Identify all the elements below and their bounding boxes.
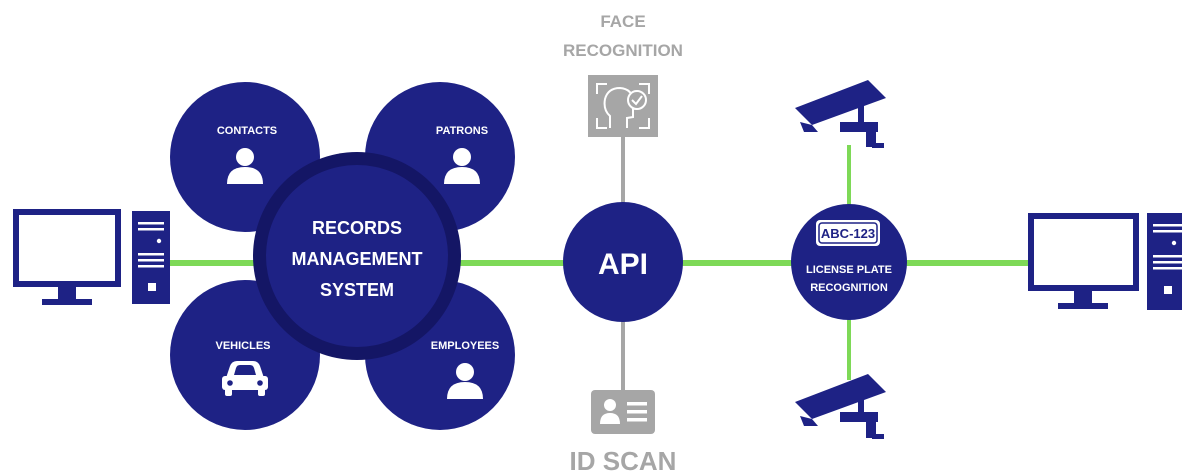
security-camera-icon [795, 374, 886, 439]
api-label: API [598, 248, 648, 281]
petal-patrons-label: PATRONS [436, 125, 488, 137]
face-recognition-label-line1: FACE [600, 12, 645, 31]
rms-label-line1: RECORDS [312, 218, 402, 238]
rms-label-line2: MANAGEMENT [292, 249, 423, 269]
person-icon [444, 148, 480, 184]
security-camera-icon [795, 80, 886, 148]
plate-number: ABC-123 [821, 226, 875, 241]
desktop-computer-icon [13, 209, 170, 305]
id-card-icon [591, 390, 655, 434]
desktop-computer-icon [1028, 213, 1182, 310]
license-plate-recognition-node: ABC-123 LICENSE PLATE RECOGNITION [791, 204, 907, 320]
id-scan-label: ID SCAN [570, 446, 677, 474]
car-icon [222, 361, 268, 396]
connectors [170, 136, 1030, 392]
records-management-system: RECORDS MANAGEMENT SYSTEM [253, 152, 461, 360]
face-scan-icon [588, 75, 658, 137]
face-recognition-label-line2: RECOGNITION [563, 41, 683, 60]
petal-contacts-label: CONTACTS [217, 125, 277, 137]
rms-label-line3: SYSTEM [320, 280, 394, 300]
license-plate-icon: ABC-123 [816, 220, 880, 246]
person-icon [227, 148, 263, 184]
lpr-label-line1: LICENSE PLATE [806, 264, 892, 276]
face-recognition-node: FACE RECOGNITION [563, 12, 683, 137]
person-icon [447, 363, 483, 399]
lpr-label-line2: RECOGNITION [810, 282, 888, 294]
petal-vehicles-label: VEHICLES [215, 340, 270, 352]
id-scan-node: ID SCAN [570, 390, 677, 474]
petal-employees-label: EMPLOYEES [431, 340, 499, 352]
api-node: API [563, 202, 683, 322]
